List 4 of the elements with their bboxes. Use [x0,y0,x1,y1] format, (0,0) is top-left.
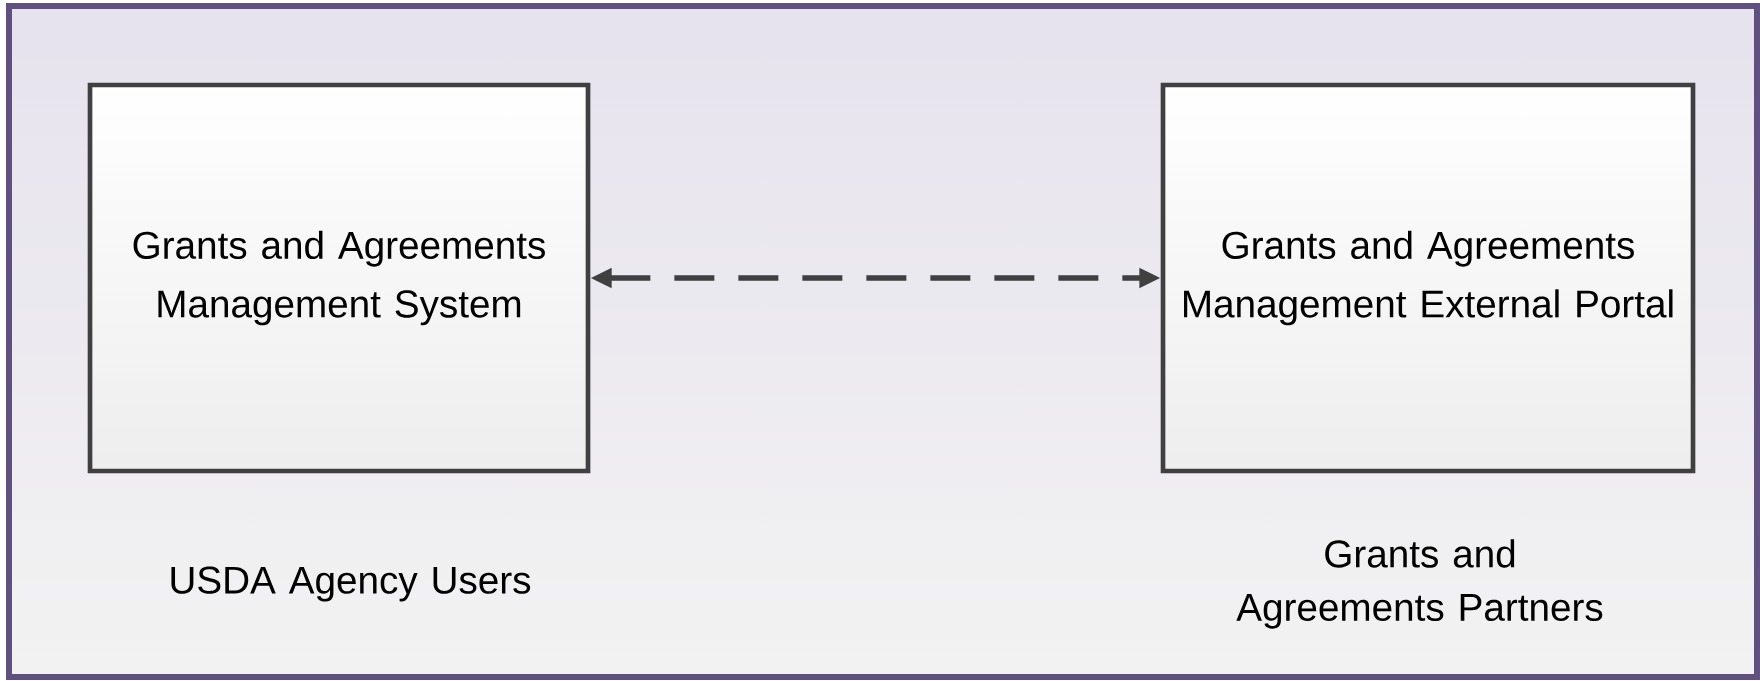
process-box: Grants and Agreements Management System [87,82,591,474]
process-box: Grants and Agreements Management External Portal [1160,82,1696,474]
group-label: USDA Agency Users [171,566,531,602]
group-label: Grants and Agreements Partners [1236,539,1603,629]
